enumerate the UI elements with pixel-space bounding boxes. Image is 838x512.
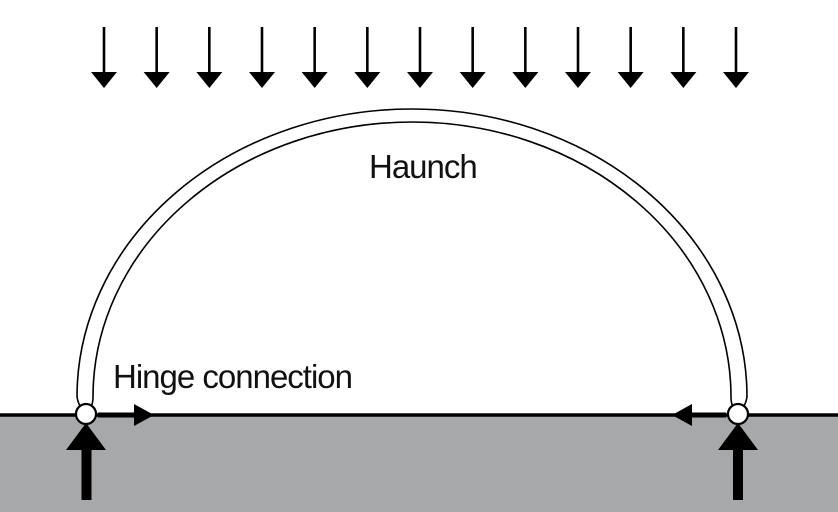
horizontal-reaction-left [98, 404, 154, 426]
load-arrow-head [565, 72, 591, 88]
vertical-reaction-left [66, 423, 106, 500]
down-arrow-icon [670, 27, 697, 88]
load-arrow-head [143, 72, 170, 88]
hinge-connection-label: Hinge connection [113, 358, 352, 395]
down-arrow-icon [512, 27, 539, 88]
load-arrow-head [407, 72, 433, 88]
haunch-label: Haunch [369, 148, 477, 185]
load-arrow-head [249, 72, 275, 88]
down-arrow-icon [617, 27, 644, 88]
down-arrow-icon [196, 27, 223, 88]
hinge-circle-icon [726, 402, 750, 426]
vertical-reaction-right [718, 423, 758, 500]
down-arrow-icon [565, 27, 591, 88]
load-arrow-head [301, 72, 328, 88]
down-arrow-icon [723, 27, 749, 88]
down-arrow-icon [459, 27, 486, 88]
load-arrow-head [670, 72, 697, 88]
load-arrow-head [459, 72, 486, 88]
arch-inner-edge [92, 121, 732, 398]
down-arrow-icon [249, 27, 275, 88]
down-arrow-icon [143, 27, 170, 88]
down-arrow-icon [407, 27, 433, 88]
up-arrow-icon [733, 445, 743, 500]
ground [0, 415, 838, 512]
load-arrow-head [617, 72, 644, 88]
load-arrow-head [91, 72, 117, 88]
down-arrow-icon [91, 27, 117, 88]
down-arrow-icon [354, 27, 381, 88]
load-arrow-head [512, 72, 539, 88]
horizontal-reaction-right [672, 404, 726, 426]
hinge-circle-icon [74, 402, 98, 426]
horizontal-arrowhead-right [134, 404, 154, 426]
load-arrows [91, 27, 749, 88]
load-arrow-head [354, 72, 381, 88]
vertical-arrowhead-right [718, 423, 758, 450]
horizontal-arrowhead-left [672, 404, 692, 426]
up-arrow-icon [81, 445, 92, 500]
load-arrow-head [723, 72, 749, 88]
arch-outer-edge [76, 108, 748, 398]
vertical-arrowhead-left [66, 423, 106, 450]
down-arrow-icon [301, 27, 328, 88]
load-arrow-head [196, 72, 223, 88]
